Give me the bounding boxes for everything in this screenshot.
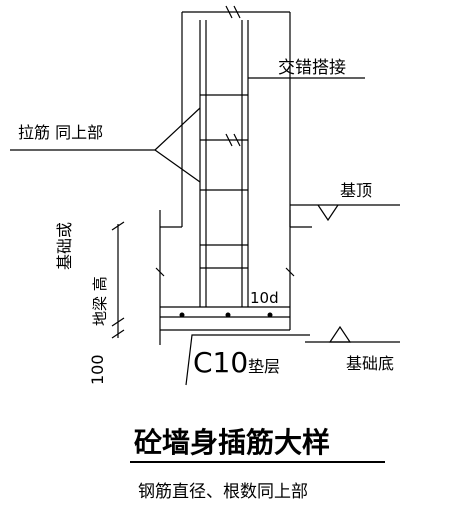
drawing-note: 钢筋直径、根数同上部 xyxy=(138,482,308,502)
cushion-thickness-label: 100 xyxy=(88,354,107,385)
lap-splice-label: 交错搭接 xyxy=(278,58,346,78)
hook-length-label: 10d xyxy=(250,289,279,307)
drawing-title: 砼墙身插筋大样 xyxy=(134,426,330,459)
tie-bar-label: 拉筋 同上部 xyxy=(18,123,103,142)
dimension-ticks xyxy=(111,221,125,339)
foundation-top-label: 基顶 xyxy=(340,181,372,200)
wall-break-mark xyxy=(225,5,241,19)
rebar-dots xyxy=(179,312,273,318)
foundation-bottom-label: 基础底 xyxy=(346,354,394,373)
cushion-label: C10 xyxy=(193,346,248,379)
cushion-leader xyxy=(185,334,310,386)
beam-height-label: 地梁 高 xyxy=(91,276,109,326)
linework xyxy=(10,5,400,386)
foundation-break-marks xyxy=(155,267,295,277)
tie-leader-b xyxy=(154,149,201,183)
foundation-height-label: 基础或 xyxy=(55,222,74,270)
tie-leader-a xyxy=(154,107,201,151)
cushion-suffix: 垫层 xyxy=(248,357,280,376)
rebar-break-mark xyxy=(225,133,241,147)
bottom-elevation-mark xyxy=(328,325,352,343)
top-elevation-mark xyxy=(317,204,339,222)
